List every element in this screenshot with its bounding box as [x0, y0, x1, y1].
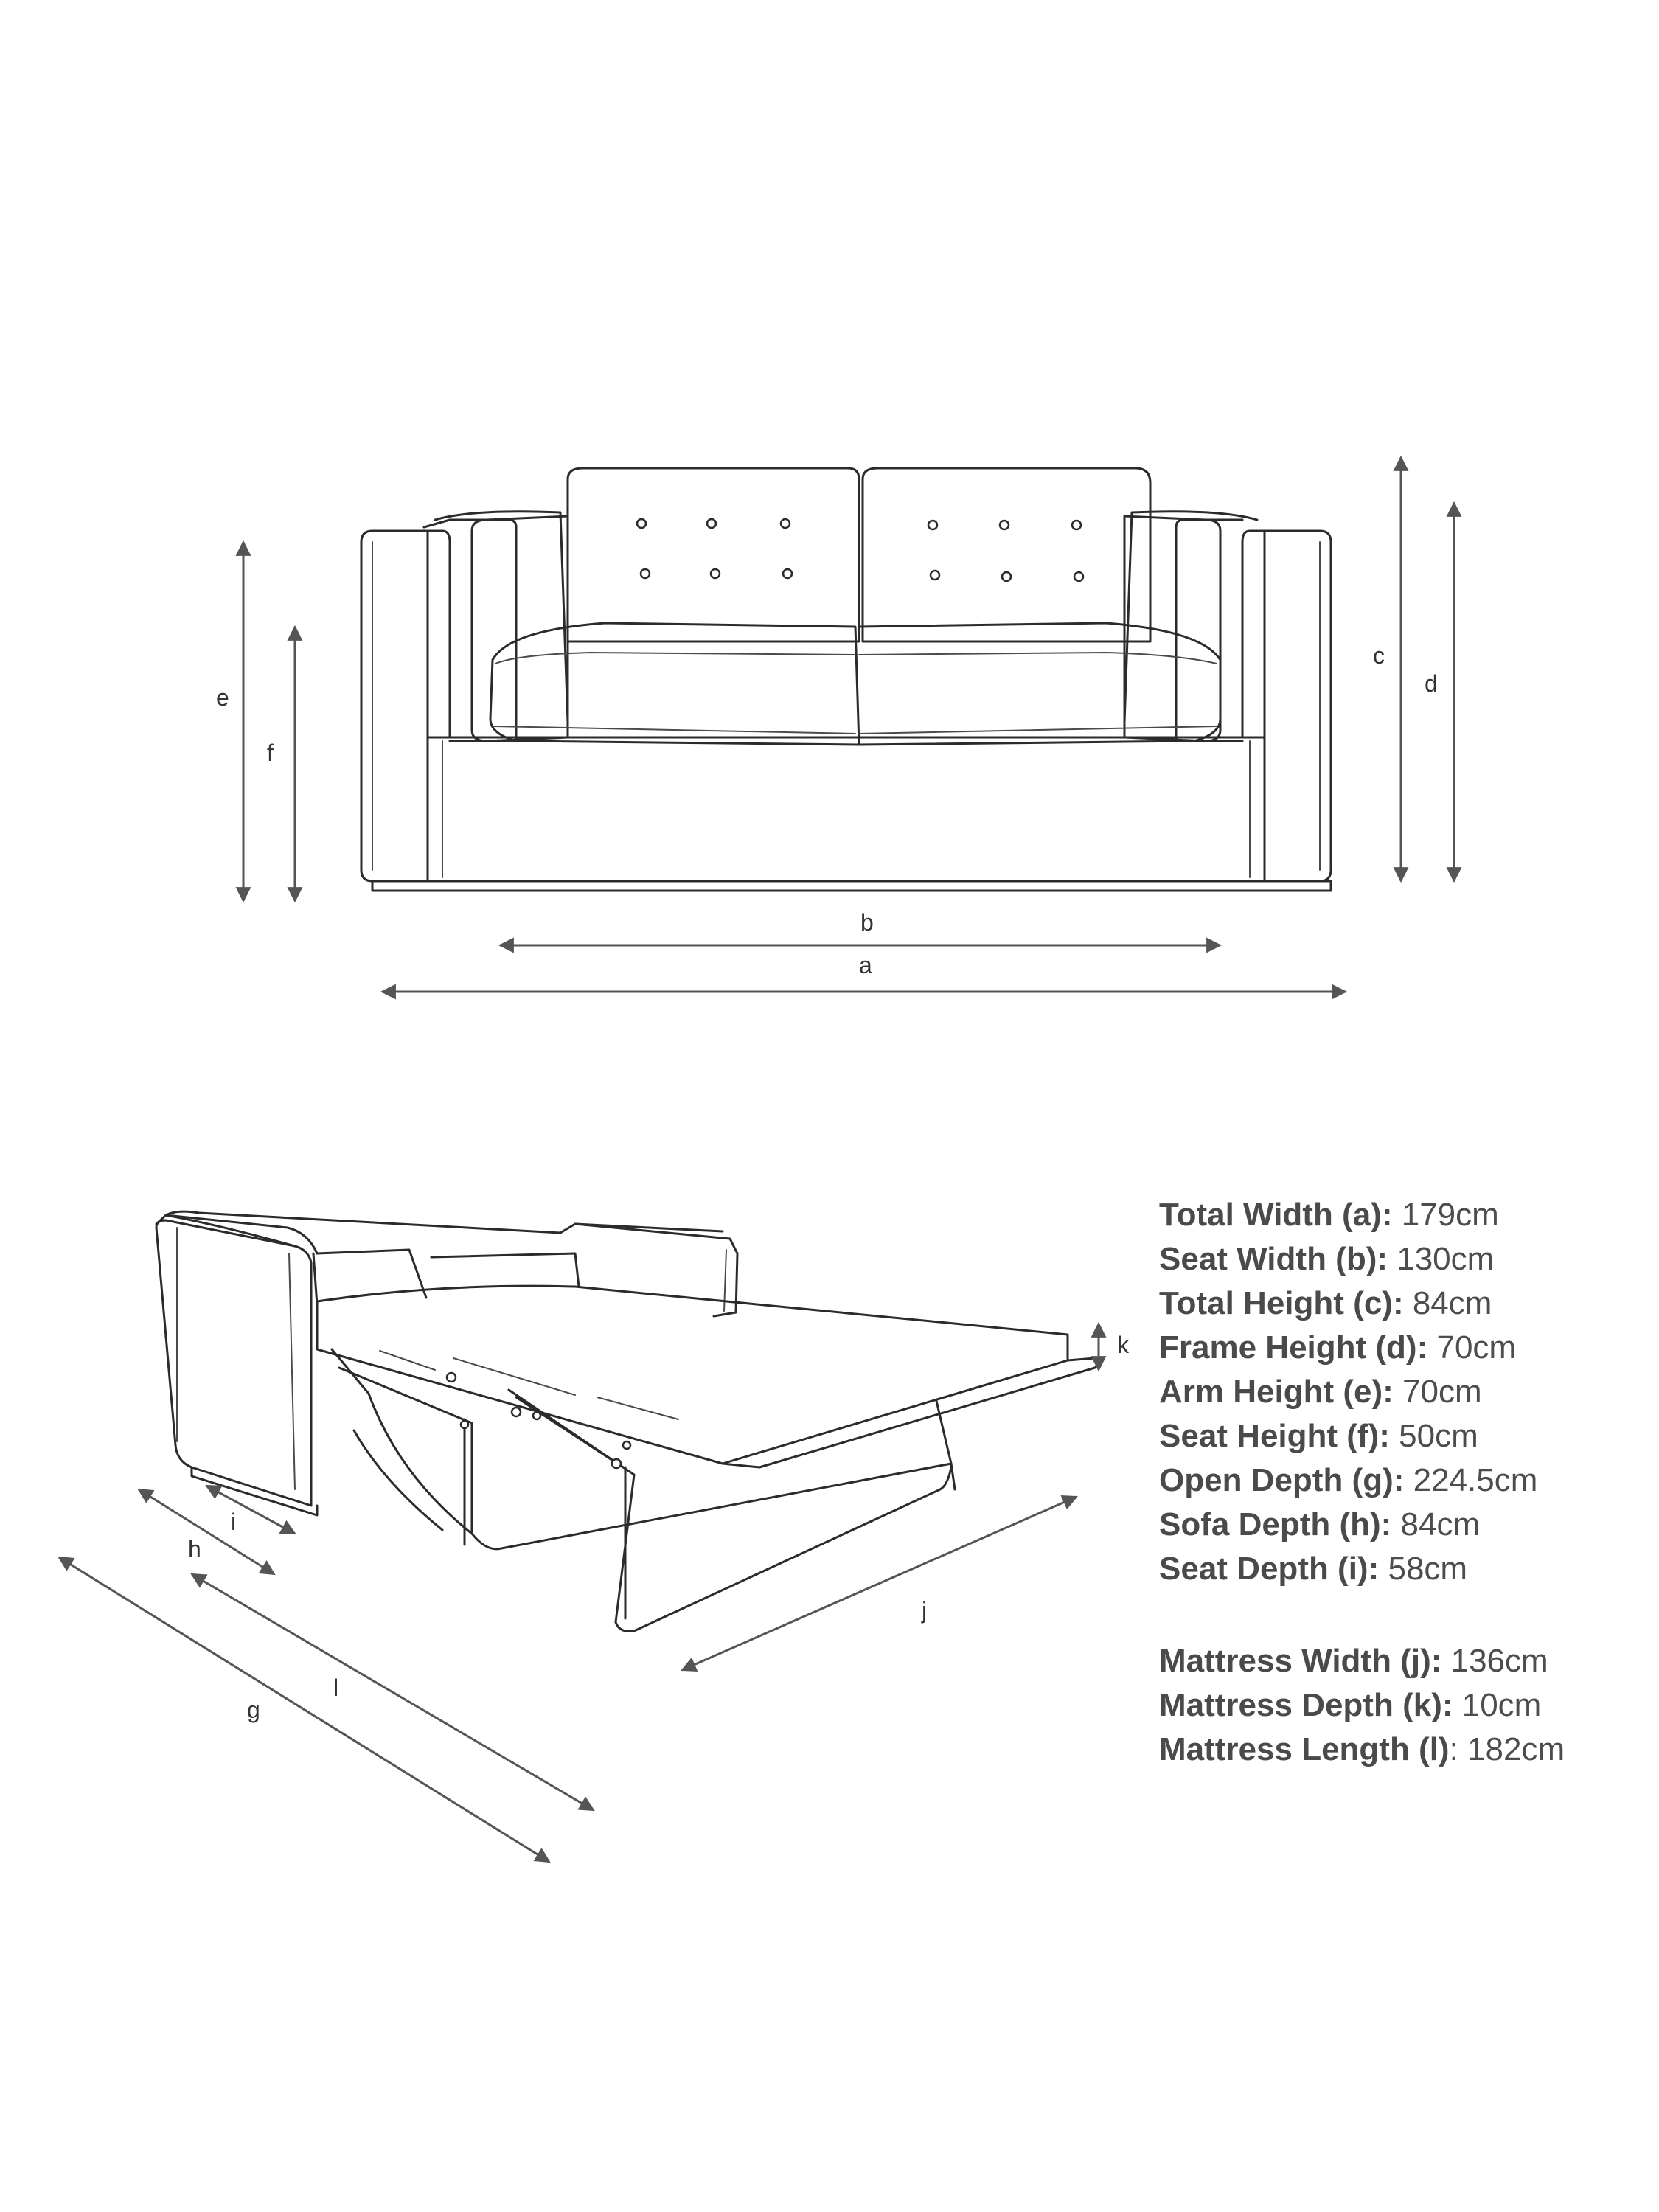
spec-mattress-width: Mattress Width (j): 136cm — [1159, 1639, 1653, 1683]
dimension-label-g: g — [247, 1697, 260, 1723]
dimension-label-b: b — [860, 909, 874, 936]
front-view-sofa — [360, 467, 1332, 892]
open-view-dimensions: k i h j l g — [58, 1321, 1130, 1863]
spec-label: Total Height (c): — [1159, 1285, 1404, 1321]
dimension-label-d: d — [1425, 670, 1438, 697]
dimension-line-g — [58, 1556, 551, 1863]
spec-mattress-depth: Mattress Depth (k): 10cm — [1159, 1683, 1653, 1728]
spec-value: 130cm — [1397, 1241, 1495, 1277]
spec-value: 10cm — [1461, 1687, 1542, 1723]
dimension-line-j — [681, 1495, 1078, 1672]
dimension-label-a: a — [859, 952, 872, 978]
dimension-label-c: c — [1373, 642, 1385, 669]
dimension-label-e: e — [216, 684, 229, 711]
spec-label: Sofa Depth (h): — [1159, 1506, 1392, 1543]
spec-label: Arm Height (e): — [1159, 1374, 1394, 1410]
spec-label: Open Depth (g): — [1159, 1462, 1405, 1498]
dimension-line-h — [137, 1488, 276, 1576]
spec-value: 70cm — [1436, 1329, 1517, 1366]
dimension-label-f: f — [267, 740, 274, 766]
spec-mattress-length: Mattress Length (l): 182cm — [1159, 1728, 1653, 1772]
dimension-line-l — [190, 1573, 595, 1812]
spec-seat-width: Seat Width (b): 130cm — [1159, 1237, 1653, 1281]
dimension-label-k: k — [1117, 1332, 1130, 1358]
spec-total-height: Total Height (c): 84cm — [1159, 1281, 1653, 1326]
dimension-label-j: j — [921, 1597, 927, 1624]
spec-label: Total Width (a): — [1159, 1197, 1393, 1233]
specifications-list: Total Width (a): 179cm Seat Width (b): 1… — [1159, 1193, 1653, 1772]
spec-value: 70cm — [1402, 1374, 1482, 1410]
spec-value: 224.5cm — [1413, 1462, 1538, 1498]
open-sofa-bed — [155, 1210, 1099, 1632]
spec-open-depth: Open Depth (g): 224.5cm — [1159, 1458, 1653, 1503]
dimension-line-i — [205, 1484, 296, 1535]
spec-seat-depth: Seat Depth (i): 58cm — [1159, 1547, 1653, 1591]
spec-label: Frame Height (d): — [1159, 1329, 1428, 1366]
spec-seat-height: Seat Height (f): 50cm — [1159, 1414, 1653, 1458]
spec-value: 84cm — [1400, 1506, 1481, 1543]
spec-label: Seat Width (b): — [1159, 1241, 1388, 1277]
spec-arm-height: Arm Height (e): 70cm — [1159, 1370, 1653, 1414]
spec-label: Mattress Depth (k): — [1159, 1687, 1453, 1723]
spec-value: 136cm — [1450, 1643, 1548, 1679]
spec-value: 179cm — [1401, 1197, 1499, 1233]
spec-label: Seat Depth (i): — [1159, 1551, 1380, 1587]
dimension-label-i: i — [231, 1509, 236, 1535]
spec-value: : 182cm — [1449, 1731, 1565, 1767]
spec-total-width: Total Width (a): 179cm — [1159, 1193, 1653, 1237]
spec-sofa-depth: Sofa Depth (h): 84cm — [1159, 1503, 1653, 1547]
spec-value: 84cm — [1412, 1285, 1492, 1321]
spec-label: Mattress Length (l) — [1159, 1731, 1450, 1767]
spec-label: Seat Height (f): — [1159, 1418, 1390, 1454]
dimension-label-h: h — [188, 1536, 201, 1562]
spec-spacer — [1159, 1591, 1653, 1639]
spec-label: Mattress Width (j): — [1159, 1643, 1442, 1679]
front-view-dimensions: e f c d b a — [216, 455, 1462, 1000]
spec-frame-height: Frame Height (d): 70cm — [1159, 1326, 1653, 1370]
dimension-label-l: l — [333, 1674, 338, 1701]
spec-value: 50cm — [1399, 1418, 1478, 1454]
spec-value: 58cm — [1388, 1551, 1468, 1587]
